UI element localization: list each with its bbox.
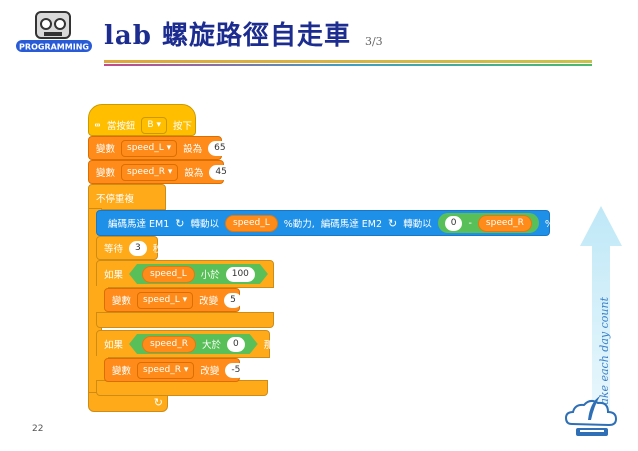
greater-than-operator[interactable]: speed_R 大於 0 (129, 334, 258, 354)
variable-dropdown[interactable]: speed_L ▾ (137, 291, 194, 309)
variable-dropdown[interactable]: speed_R ▾ (137, 361, 195, 379)
if-block[interactable]: 如果 speed_L 小於 100 那麼 (96, 260, 293, 288)
wait-block[interactable]: 等待 3 秒 (96, 236, 162, 260)
value-input[interactable]: -5 (225, 362, 247, 378)
hat-suffix: 按下 (172, 121, 192, 132)
forever-block[interactable]: 不停重複 (88, 184, 166, 210)
loop-arrow-icon: ↻ (153, 395, 163, 409)
hat-prefix: 當按鈕 (106, 121, 136, 132)
speed-r-reporter[interactable]: speed_R (142, 336, 196, 353)
title-bar: lab 螺旋路徑自走車 3/3 (104, 18, 383, 52)
slogan-text: Make each day count (598, 296, 611, 417)
speed-l-reporter[interactable]: speed_L (142, 266, 195, 283)
value-input[interactable]: 65 (208, 140, 232, 156)
quill-cloud-logo (564, 396, 618, 436)
operand-input[interactable]: 0 (444, 215, 463, 231)
if-foot (96, 380, 268, 396)
up-arrow-decoration (580, 206, 622, 412)
button-dropdown[interactable]: B ▾ (141, 116, 167, 134)
less-than-operator[interactable]: speed_L 小於 100 (129, 264, 268, 284)
change-variable-block[interactable]: 變數 speed_L ▾ 改變 5 (104, 288, 242, 312)
rotate-icon: ↻ (175, 216, 185, 230)
page-title: lab 螺旋路徑自走車 (104, 21, 351, 51)
variable-dropdown[interactable]: speed_L ▾ (121, 139, 178, 157)
if-block[interactable]: 如果 speed_R 大於 0 那麼 (96, 330, 283, 358)
if-foot (96, 312, 274, 328)
page-fraction: 3/3 (364, 35, 383, 48)
logo-text: PROGRAMMING (19, 43, 89, 52)
value-input[interactable]: 45 (209, 164, 233, 180)
subtract-operator[interactable]: 0 - speed_R (437, 213, 539, 233)
speed-l-reporter[interactable]: speed_L (225, 214, 278, 232)
encoder-motor-block[interactable]: 編碼馬達 EM1 ↻ 轉動以 speed_L %動力, 編碼馬達 EM2 ↻ 轉… (96, 210, 573, 236)
speed-r-reporter[interactable]: speed_R (477, 214, 532, 232)
variable-dropdown[interactable]: speed_R ▾ (121, 163, 179, 181)
svg-text:Make each day count: Make each day count (598, 296, 611, 417)
change-variable-block[interactable]: 變數 speed_R ▾ 改變 -5 (104, 358, 247, 382)
compare-input[interactable]: 0 (227, 337, 245, 352)
wait-input[interactable]: 3 (129, 240, 147, 256)
programming-logo: PROGRAMMING (16, 11, 92, 52)
when-button-pressed-hat[interactable]: 當按鈕 B ▾ 按下 (88, 104, 196, 136)
set-variable-block[interactable]: 變數 speed_L ▾ 設為 65 (88, 136, 232, 160)
rotate-icon: ↻ (388, 216, 398, 230)
title-underline (104, 60, 592, 63)
value-input[interactable]: 5 (224, 292, 242, 308)
board-icon (95, 123, 100, 127)
title-underline-color (104, 64, 592, 66)
compare-input[interactable]: 100 (226, 267, 255, 282)
slide-number: 22 (32, 424, 44, 434)
set-variable-block[interactable]: 變數 speed_R ▾ 設為 45 (88, 160, 233, 184)
